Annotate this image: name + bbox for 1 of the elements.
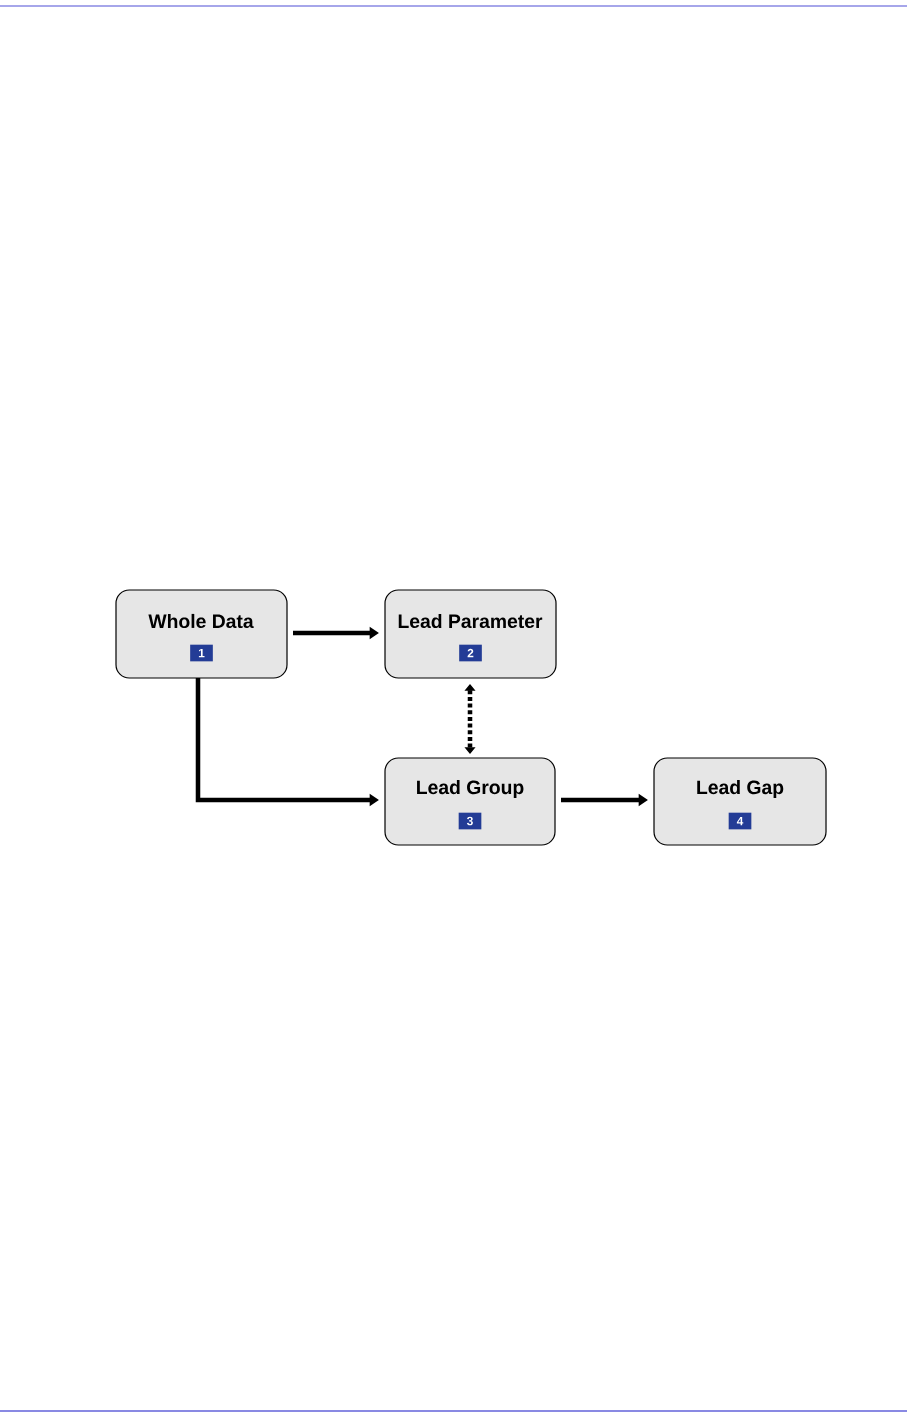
arrow [464,684,476,754]
